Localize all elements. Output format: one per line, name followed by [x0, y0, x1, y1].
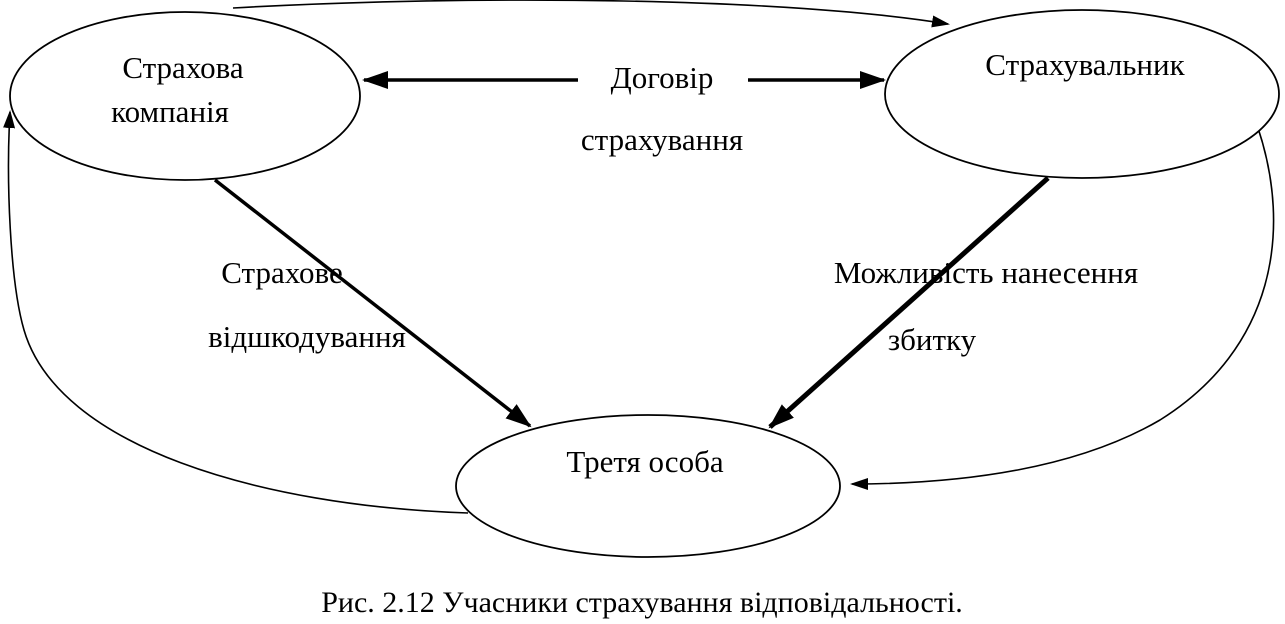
edge-contract-label-line2: страхування: [581, 122, 743, 157]
node-policyholder-shape: [884, 9, 1280, 179]
node-third-party-label: Третя особа: [566, 444, 723, 479]
node-third-party-shape: [455, 414, 841, 558]
edge-damage-label-line2: збитку: [888, 322, 977, 357]
node-insurance-company-label-line2: компанія: [111, 94, 229, 129]
node-insurance-company-shape: [9, 11, 361, 181]
node-policyholder-label: Страхувальник: [985, 47, 1185, 82]
edge-contract-label-line1: Договір: [611, 60, 714, 95]
figure-caption: Рис. 2.12 Учасники страхування відповіда…: [321, 586, 963, 619]
node-insurance-company: Страхова компанія: [9, 11, 361, 181]
edge-compensation-line: [213, 178, 532, 428]
node-insurance-company-label-line1: Страхова: [122, 50, 244, 85]
node-policyholder: Страхувальник: [884, 9, 1280, 179]
node-third-party: Третя особа: [455, 414, 841, 558]
edge-policyholder-to-third-party-curve: [850, 127, 1275, 490]
edge-damage-label-line1: Можливість нанесення: [834, 255, 1138, 290]
edge-top-curve-to-policyholder: [232, 0, 950, 28]
edge-compensation-label-line2: відшкодування: [208, 319, 406, 354]
edge-compensation-label-line1: Страхове: [221, 255, 343, 290]
edge-third-party-to-insurance-company-curve: [3, 110, 469, 514]
edge-damage-line: [768, 176, 1050, 429]
